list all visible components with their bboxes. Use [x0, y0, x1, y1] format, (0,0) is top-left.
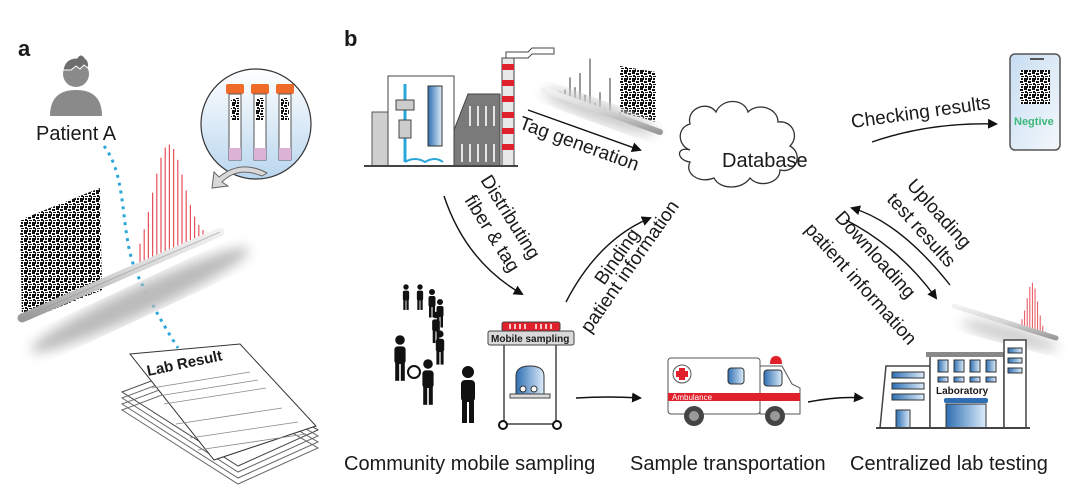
spectrum-peaks	[139, 144, 221, 267]
sample-tube-2	[251, 84, 269, 161]
downloading-arrow	[845, 219, 938, 300]
laboratory-label: Laboratory	[936, 386, 989, 397]
mobile-sampling-station: Mobile sampling	[487, 321, 575, 430]
fiber-tag-lab	[951, 282, 1059, 351]
person-icon	[435, 330, 445, 365]
ambulance-label: Ambulance	[672, 393, 713, 402]
step-label-lab-testing: Centralized lab testing	[850, 453, 1048, 475]
tag-generation-arrow	[527, 109, 642, 153]
person-icon	[394, 335, 406, 381]
distributing-arrow	[443, 195, 524, 295]
checking-results-arrow	[871, 118, 998, 143]
patient-label: Patient A	[36, 123, 117, 145]
person-icon	[428, 289, 436, 318]
qr-code	[1020, 70, 1050, 104]
curved-arrow-icon	[211, 166, 269, 189]
database-label: Database	[722, 150, 808, 172]
transport-arrow	[575, 392, 642, 403]
chimney	[501, 47, 555, 167]
panel-label-b: b	[344, 26, 357, 51]
panel-label-a: a	[18, 36, 31, 61]
people-queue-icon	[394, 284, 475, 423]
sample-tube-1	[226, 84, 244, 161]
uploading-arrow	[850, 205, 951, 286]
fiber-tag-a	[17, 144, 249, 353]
patient-icon	[50, 54, 102, 116]
person-icon	[432, 311, 440, 344]
sample-tube-3	[276, 84, 294, 161]
person-icon	[422, 359, 434, 405]
fiber-tag-b	[541, 58, 663, 135]
person-icon	[461, 366, 475, 423]
to-lab-arrow	[807, 392, 864, 403]
ambulance-icon: Ambulance	[667, 356, 801, 426]
binding-arrow	[565, 216, 652, 303]
mobile-sampling-sign: Mobile sampling	[491, 334, 569, 345]
lab-result-papers: Lab Result	[120, 343, 320, 485]
step-label-community-sampling: Community mobile sampling	[344, 453, 595, 475]
person-icon	[416, 284, 424, 310]
step-label-sample-transportation: Sample transportation	[630, 453, 826, 475]
database-cloud	[678, 100, 798, 188]
person-icon	[402, 284, 410, 310]
factory-icon	[364, 47, 555, 167]
flow-label-binding-2: patient information	[577, 197, 684, 337]
phone-icon	[1009, 53, 1061, 151]
sample-tubes-callout	[200, 68, 312, 189]
phone-status: Negtive	[1014, 116, 1054, 128]
flow-label-checking-results: Checking results	[850, 93, 992, 133]
laboratory-building-icon: Laboratory	[876, 339, 1030, 429]
